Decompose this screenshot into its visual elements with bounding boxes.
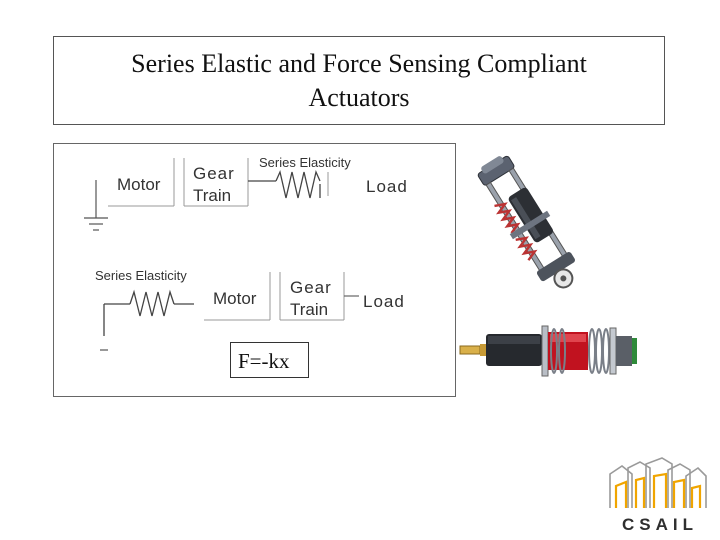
- csail-logo: CSAIL: [609, 457, 707, 534]
- bottom-motor-block: Motor: [204, 272, 271, 321]
- actuator-block-diagram: Motor Gear Train Series Elasticity Load …: [53, 143, 456, 397]
- series-elastic-actuator-photo: [477, 155, 575, 289]
- bottom-spring-icon: [103, 289, 194, 336]
- bottom-train-label: Train: [290, 300, 328, 319]
- hookes-law-formula: F=-kx: [230, 342, 309, 378]
- top-load-label: Load: [366, 177, 408, 196]
- top-train-label: Train: [193, 186, 231, 205]
- top-gear-label: Gear: [193, 164, 235, 183]
- bottom-gear-label: Gear: [290, 278, 332, 297]
- building-skyline-icon: [609, 457, 707, 508]
- top-gear-train-block: Gear Train: [183, 158, 249, 207]
- building-accent-icon: [614, 472, 702, 508]
- bottom-spring-label: Series Elasticity: [95, 268, 187, 283]
- force-sensing-actuator-photo: [459, 325, 637, 377]
- bottom-gear-train-block: Gear Train: [279, 272, 345, 321]
- top-spring-label: Series Elasticity: [259, 155, 351, 170]
- slide-title: Series Elastic and Force Sensing Complia…: [131, 48, 587, 112]
- bottom-motor-label: Motor: [213, 289, 257, 308]
- bottom-load-block: Load: [344, 292, 405, 311]
- top-spring-icon: [248, 169, 321, 199]
- diagram-drawing: Motor Gear Train Series Elasticity Load …: [84, 155, 408, 351]
- top-motor-block: Motor: [108, 158, 175, 207]
- bottom-load-label: Load: [363, 292, 405, 311]
- top-ground-icon: [84, 180, 108, 231]
- title-box: Series Elastic and Force Sensing Complia…: [53, 36, 665, 125]
- top-load-block: Load: [327, 172, 408, 196]
- top-motor-label: Motor: [117, 175, 161, 194]
- csail-logo-text: CSAIL: [622, 515, 698, 534]
